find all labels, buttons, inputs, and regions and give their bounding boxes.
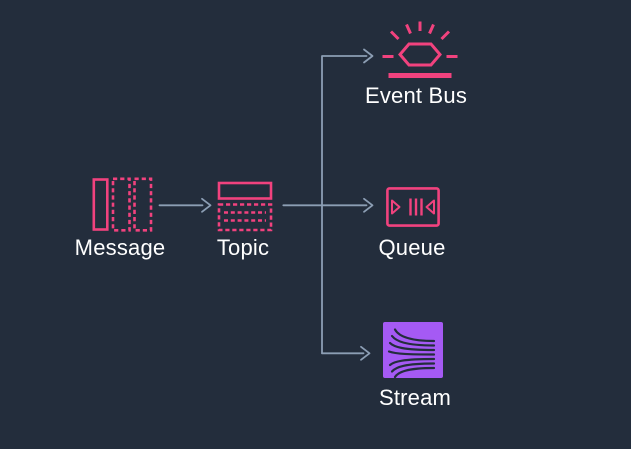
node-label-event-bus: Event Bus [364, 83, 468, 108]
edge-trunk [321, 55, 368, 355]
arrowhead-event-bus [363, 48, 374, 64]
event-bus-icon [382, 21, 458, 78]
node-label-message: Message [74, 235, 166, 260]
node-label-queue: Queue [378, 235, 446, 260]
message-icon [92, 177, 153, 232]
arrowhead-topic [201, 197, 212, 213]
node-queue[interactable] [386, 187, 440, 227]
node-message[interactable] [92, 177, 153, 232]
node-label-topic: Topic [216, 235, 270, 260]
arrowhead-queue [363, 197, 374, 213]
node-topic[interactable] [217, 181, 273, 232]
stream-icon [383, 322, 443, 378]
node-label-stream: Stream [378, 385, 452, 410]
node-event-bus[interactable] [381, 18, 459, 80]
topic-icon [217, 181, 273, 232]
node-stream[interactable] [383, 322, 443, 378]
queue-icon [386, 187, 440, 227]
arrowhead-stream [360, 345, 371, 361]
